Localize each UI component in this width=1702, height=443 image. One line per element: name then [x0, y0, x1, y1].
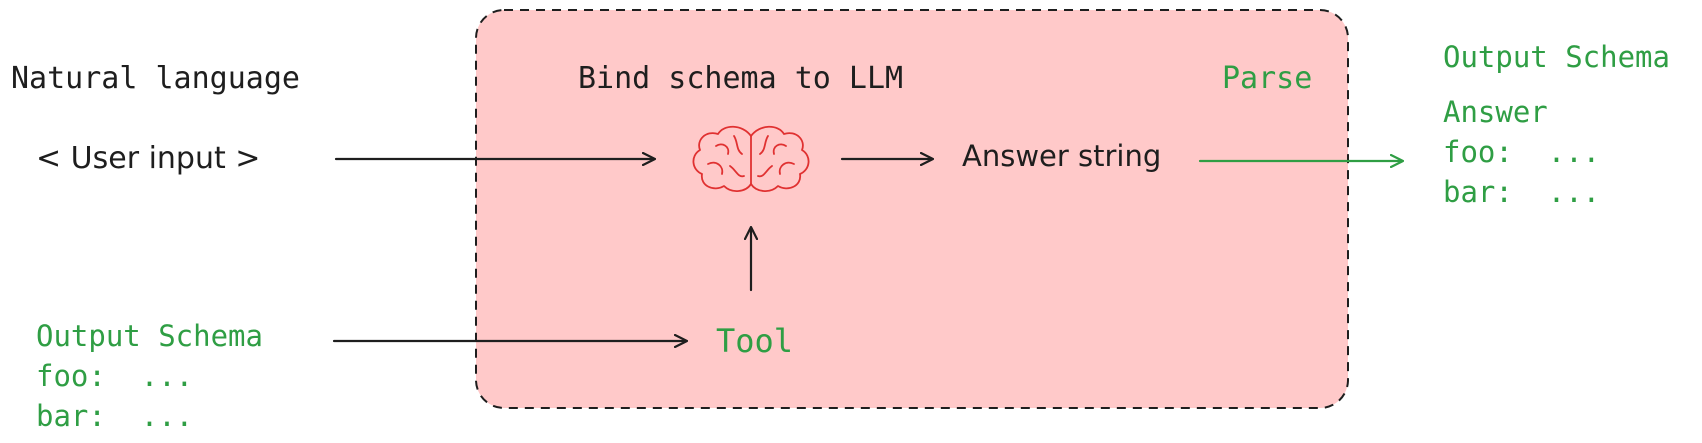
- brain-icon: [692, 125, 810, 192]
- natural-language-heading: Natural language: [11, 61, 300, 96]
- schema-out-foo: foo: ...: [1443, 135, 1601, 169]
- parse-label: Parse: [1222, 61, 1313, 96]
- schema-in-bar: bar: ...: [36, 399, 194, 433]
- schema-out-title: Output Schema: [1443, 40, 1670, 74]
- schema-out-bar: bar: ...: [1443, 175, 1601, 209]
- tool-label: Tool: [716, 322, 794, 360]
- schema-in-title: Output Schema: [36, 319, 263, 353]
- schema-out-answer: Answer: [1443, 95, 1548, 129]
- process-box: [475, 9, 1349, 409]
- user-input-label: < User input >: [36, 141, 261, 176]
- schema-in-foo: foo: ...: [36, 359, 194, 393]
- bind-schema-label: Bind schema to LLM: [578, 61, 904, 96]
- answer-string-label: Answer string: [962, 139, 1162, 173]
